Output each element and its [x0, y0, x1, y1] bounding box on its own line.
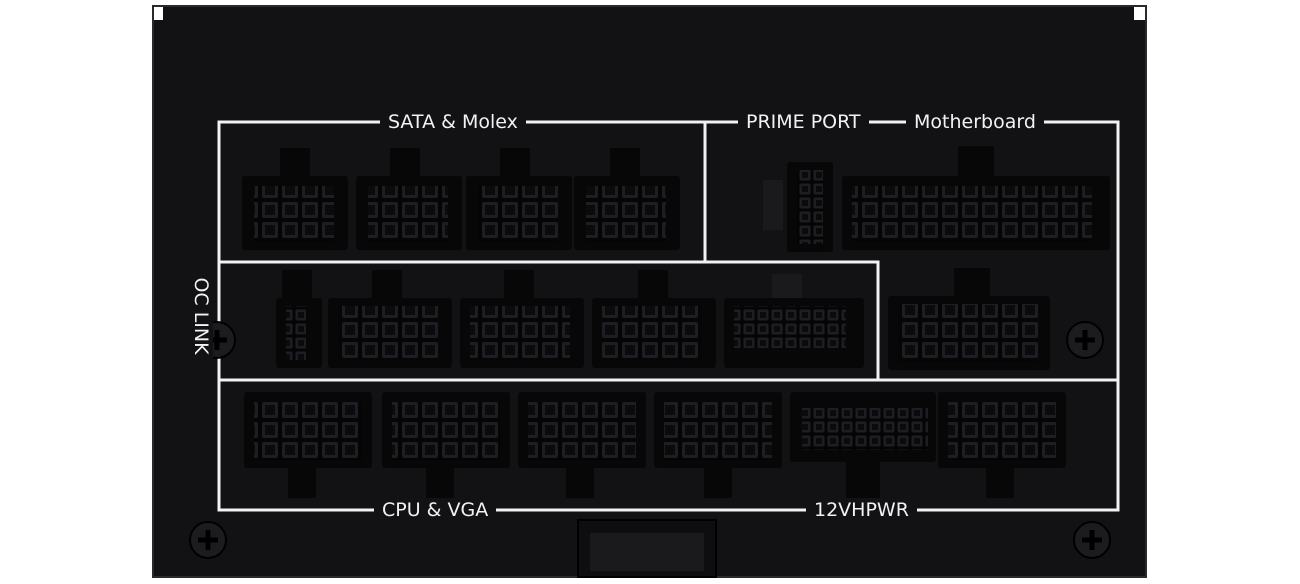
oc-link-connectors	[276, 270, 864, 368]
label-12vhpwr: 12VHPWR	[806, 498, 917, 522]
cpu-vga-connectors	[244, 392, 1066, 498]
mid-right-connector	[888, 268, 1050, 370]
label-sata-molex: SATA & Molex	[380, 110, 526, 134]
group-outlines	[217, 120, 1120, 512]
label-oc-link: OC LINK	[189, 268, 213, 364]
motherboard-connector	[842, 146, 1110, 250]
label-prime-port: PRIME PORT	[738, 110, 869, 134]
screw-icon-bottom-left	[189, 521, 227, 559]
prime-port-connector	[763, 162, 833, 252]
label-cpu-vga: CPU & VGA	[374, 498, 497, 522]
label-motherboard: Motherboard	[906, 110, 1044, 134]
screw-icon-top-right	[1066, 321, 1104, 359]
sata-molex-connectors	[242, 148, 680, 250]
12vhpwr-connector	[790, 392, 936, 498]
screw-icon-bottom-right	[1073, 521, 1111, 559]
